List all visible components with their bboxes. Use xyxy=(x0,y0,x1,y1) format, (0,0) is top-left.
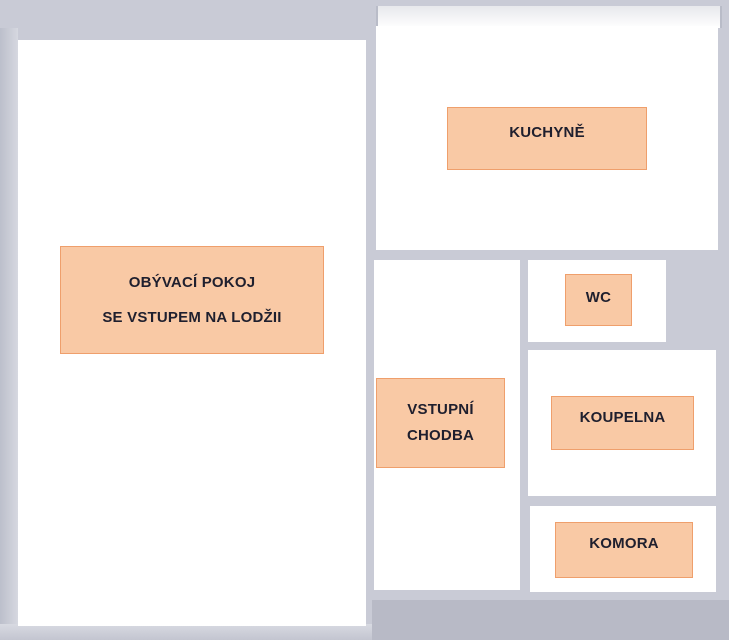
kitchen-label-text: KUCHYNĚ xyxy=(509,124,585,141)
pantry-label: KOMORA xyxy=(555,522,693,578)
wc-label: WC xyxy=(565,274,632,326)
left-wall xyxy=(0,28,18,640)
bottom-wall xyxy=(0,624,372,640)
bathroom-label-text: KOUPELNA xyxy=(579,409,666,426)
wc-label-text: WC xyxy=(585,289,612,306)
kitchen-label: KUCHYNĚ xyxy=(447,107,647,170)
corridor-floor-strip xyxy=(372,600,729,640)
pantry-label-text: KOMORA xyxy=(589,535,659,552)
living-room-label-line2: SE VSTUPEM NA LODŽII xyxy=(102,309,282,326)
kitchen-top-wall xyxy=(376,6,722,28)
bathroom-label: KOUPELNA xyxy=(551,396,694,450)
entrance-hall-label-line1: VSTUPNÍ xyxy=(407,401,474,418)
living-room-label-line1: OBÝVACÍ POKOJ xyxy=(128,274,256,291)
living-room-label: OBÝVACÍ POKOJ SE VSTUPEM NA LODŽII xyxy=(60,246,324,354)
entrance-hall-label-line2: CHODBA xyxy=(406,427,475,444)
entrance-hall-label: VSTUPNÍ CHODBA xyxy=(376,378,505,468)
